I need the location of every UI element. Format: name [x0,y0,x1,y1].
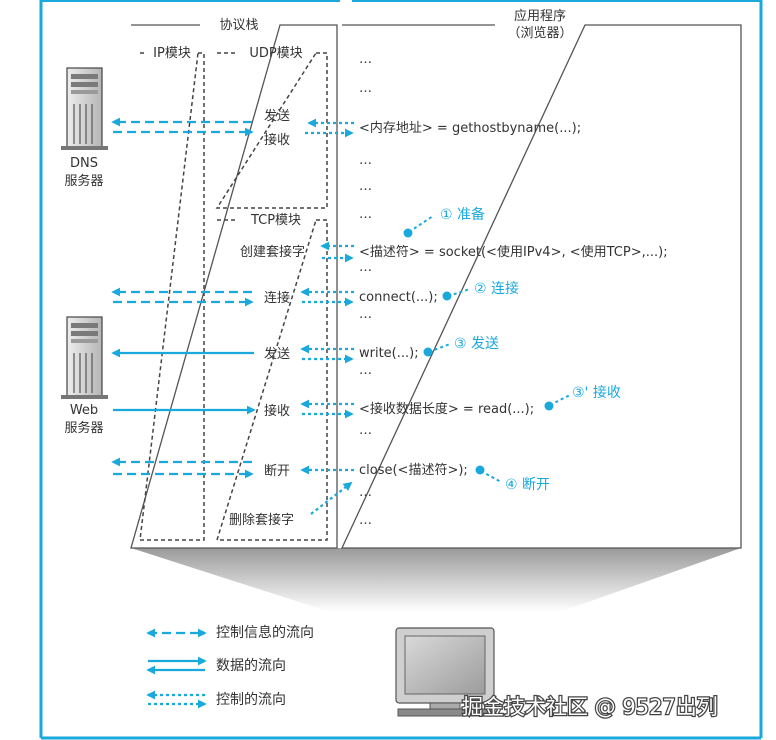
code-ellipsis: … [359,363,372,378]
legend-data-label: 数据的流向 [216,658,286,674]
code-ellipsis: … [359,260,372,275]
legend: 控制信息的流向 数据的流向 控制的流向 [146,624,314,709]
legend-control-info-label: 控制信息的流向 [216,624,314,641]
code-connect: connect(...); [359,290,438,305]
step4-label: ④ 断开 [505,477,550,493]
disconnect-label: 断开 [264,464,290,479]
computer-icon [395,627,495,717]
code-ellipsis: … [359,52,372,67]
step-labels: ① 准备 ② 连接 ③ 发送 ③' 接收 ④ 断开 [440,206,621,493]
stack-labels: 发送 接收 创建套接字 连接 发送 接收 断开 删除套接字 [229,108,305,528]
protocol-stack-box: 协议栈 [130,18,338,549]
udp-module-label: UDP模块 [249,46,302,61]
code-gethostbyname: <内存地址> = gethostbyname(...); [359,120,581,136]
outer-frame [39,0,763,740]
step2-label: ② 连接 [474,280,519,297]
code-ellipsis: … [359,513,372,528]
protocol-stack-title: 协议栈 [219,18,258,33]
web-server-icon [61,316,108,399]
code-ellipsis: … [359,423,372,438]
code-socket: <描述符> = socket(<使用IPv4>, <使用TCP>,...); [359,244,668,260]
tcp-receive-label: 接收 [264,403,290,419]
step3-label: ③ 发送 [454,336,499,352]
udp-receive-label: 接收 [264,132,290,148]
dns-server-label: DNS [70,156,98,171]
application-code: … … <内存地址> = gethostbyname(...); … … … <… [359,52,668,528]
tcp-send-label: 发送 [264,346,290,362]
tcp-module-label: TCP模块 [250,213,301,228]
step-callouts [403,215,571,483]
web-server-sublabel: 服务器 [64,420,103,436]
delete-socket-label: 删除套接字 [229,512,294,528]
dns-server-sublabel: 服务器 [64,173,103,189]
udp-send-label: 发送 [264,108,290,124]
application-title: 应用程序 [514,8,566,24]
ip-module-label: IP模块 [153,46,191,61]
code-ellipsis: … [359,179,372,194]
funnel-shading [131,548,741,612]
code-ellipsis: … [359,81,372,96]
code-write: write(...); [359,346,419,361]
ip-module-box: IP模块 [139,46,205,541]
tcp-module-box: TCP模块 [215,213,328,541]
code-read: <接收数据长度> = read(...); [359,401,534,417]
step3b-label: ③' 接收 [572,384,621,401]
code-ellipsis: … [359,485,372,500]
application-box: 应用程序 （浏览器） [340,8,742,549]
application-subtitle: （浏览器） [507,25,572,41]
web-server-label: Web [70,403,98,418]
flow-arrows [111,117,354,515]
watermark: 掘金技术社区 @ 9527出列 [462,695,718,719]
connect-label: 连接 [264,290,290,306]
create-socket-label: 创建套接字 [240,244,305,260]
dns-server-icon [61,67,108,150]
legend-control-label: 控制的流向 [216,692,286,708]
udp-module-box: UDP模块 [215,46,328,209]
code-close: close(<描述符>); [359,462,468,478]
delete-socket-arrow [310,481,353,515]
step1-label: ① 准备 [440,206,485,223]
code-ellipsis: … [359,207,372,222]
code-ellipsis: … [359,307,372,322]
code-ellipsis: … [359,153,372,168]
